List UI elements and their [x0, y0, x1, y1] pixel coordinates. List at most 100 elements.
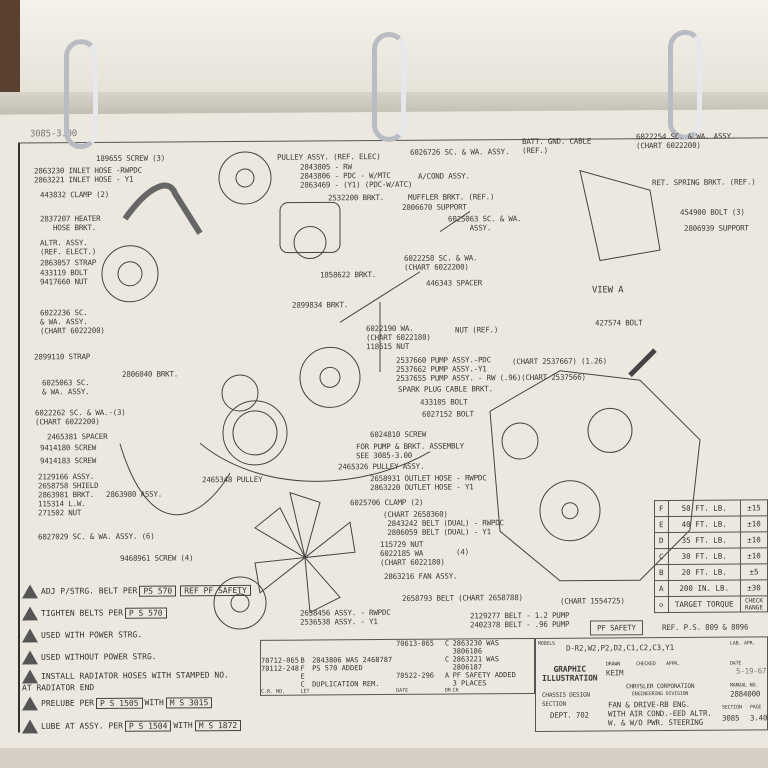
- note-3: INSTALL RADIATOR HOSES WITH STAMPED NO. …: [22, 668, 229, 693]
- callout: 2465326 PULLEY ASSY.: [338, 461, 425, 472]
- note-ref: M S 3015: [165, 696, 213, 709]
- callout: (CHART 2658360) 2843242 BELT (DUAL) - RW…: [383, 509, 504, 537]
- callout: 2863230 INLET HOSE -RWPDC 2863221 INLET …: [34, 165, 142, 185]
- note-text: ADJ P/STRG. BELT PER: [41, 586, 138, 596]
- section-label: SECTION: [722, 704, 742, 711]
- callout: 189655 SCREW (3): [96, 153, 166, 164]
- note-text: LUBE AT ASSY. PER: [41, 721, 123, 731]
- callout: 454900 BOLT (3): [680, 207, 745, 217]
- callout: 2129166 ASSY. 2658758 SHIELD 2863981 BRK…: [38, 472, 99, 518]
- title-block: MODELS D-R2,W2,P2,D2,C1,C2,C3,Y1 GRAPHIC…: [535, 636, 768, 732]
- callout: 1858622 BRKT.: [320, 270, 377, 280]
- binder-ring-left: [64, 38, 98, 150]
- appr-label: APPR.: [666, 660, 681, 668]
- callout: 2843805 - RW 2843806 - PDC - W/MTC 28634…: [300, 162, 413, 190]
- binder-bottom: [0, 748, 768, 768]
- callout: 2863057 STRAP: [40, 258, 97, 268]
- callout: 6024810 SCREW: [370, 429, 427, 440]
- inlet-hose-drawing: [122, 182, 203, 235]
- note-ref: P S 1505: [95, 697, 143, 709]
- fan-clutch-drawing: [213, 576, 267, 630]
- note-4: USED WITHOUT POWER STRG.: [22, 650, 157, 665]
- callout: (4): [456, 547, 469, 557]
- note-triangle-icon: [22, 696, 38, 711]
- torque-reference: REF. P.S. 809 & 8096: [662, 622, 749, 633]
- callout: MUFFLER BRKT. (REF.): [408, 192, 495, 202]
- engine-illustration: [101, 151, 701, 630]
- date: 5-19-67: [736, 666, 767, 676]
- callout: 443832 CLAMP (2): [40, 189, 110, 200]
- callout: NUT (REF.): [455, 325, 499, 335]
- callout: RET. SPRING BRKT. (REF.): [652, 177, 756, 188]
- callout: PULLEY ASSY. (REF. ELEC): [277, 152, 381, 162]
- callout: 2658931 OUTLET HOSE - RWPDC 2863220 OUTL…: [370, 473, 487, 493]
- callout: 446343 SPACER: [426, 278, 483, 288]
- drawing-sheet: 3085-3.00 189655 SCREW (3) 2863230 INLET…: [0, 29, 768, 755]
- section-no: 3085: [722, 713, 740, 723]
- diamond-icon: ◇: [654, 596, 669, 613]
- callout: 6025063 SC. & WA. ASSY.: [448, 214, 522, 233]
- callout: 6027152 BOLT: [422, 409, 474, 419]
- fan-drawing: [254, 491, 356, 614]
- callout: 2465348 PULLEY: [202, 474, 263, 485]
- note-text: WITH: [144, 698, 164, 708]
- lab-appr: LAB. APR.: [730, 640, 756, 647]
- note-text: USED WITH POWER STRG.: [41, 630, 143, 640]
- callout: 9468961 SCREW (4): [120, 553, 194, 563]
- callout: 2465381 SPACER: [47, 431, 108, 442]
- compressor-drawing: [279, 201, 341, 254]
- callout: 2806939 SUPPORT: [684, 223, 749, 233]
- callout: (CHART 1554725): [560, 596, 625, 606]
- pulley-drawing: [218, 151, 272, 205]
- note-triangle-icon: [22, 719, 38, 734]
- callout: 2658456 ASSY. - RWPDC 2536538 ASSY. - Y1: [300, 607, 391, 627]
- note-triangle-icon: [22, 628, 38, 643]
- callout: 115729 NUT 6022185 WA (CHART 6022180): [380, 539, 445, 568]
- view-a-arrow: [628, 348, 657, 378]
- callout: 2806670 SUPPORT: [402, 202, 467, 212]
- callout: 6022190 WA. (CHART 6022180) 118615 NUT: [366, 323, 431, 352]
- callout: 6022262 SC. & WA.-(3) (CHART 6022200): [35, 407, 126, 427]
- checked-label: CHECKED: [636, 661, 656, 668]
- callout: SPARK PLUG CABLE BRKT.: [398, 384, 493, 394]
- callout: 9414180 SCREW: [40, 443, 97, 453]
- callout: FOR PUMP & BRKT. ASSEMBLY SEE 3085-3.00: [356, 441, 464, 461]
- callout: ALTR. ASSY. (REF. ELECT.): [40, 238, 97, 257]
- drawing-title: FAN & DRIVE-RB ENG. WITH AIR COND.-EED A…: [608, 699, 712, 728]
- callout: 2658793 BELT (CHART 2658788): [402, 593, 523, 603]
- note-ref: P S 570: [124, 607, 167, 619]
- callout: 6027029 SC. & WA. ASSY. (6): [38, 531, 155, 542]
- engine-view-drawing: [489, 370, 701, 582]
- callout: 433119 BOLT 9417660 NUT: [40, 268, 88, 287]
- note-triangle-icon: [22, 606, 38, 621]
- note-triangle-icon: [22, 584, 38, 599]
- note-text: WITH: [173, 720, 193, 730]
- callout: A/COND ASSY.: [418, 171, 470, 181]
- callout: 2837207 HEATER HOSE BRKT.: [40, 213, 101, 233]
- view-a-label: VIEW A: [592, 285, 624, 296]
- note-ref: REF PF SAFETY: [180, 584, 251, 596]
- chassis-design-section: CHASSIS DESIGN SECTION: [542, 691, 590, 708]
- crank-pulley-drawing: [222, 400, 288, 466]
- callout: 6026726 SC. & WA. ASSY.: [410, 147, 510, 157]
- callout: 6025706 CLAMP (2): [350, 497, 424, 508]
- callout: 2863980 ASSY.: [106, 489, 163, 499]
- callout: 2806040 BRKT.: [122, 369, 179, 379]
- graphic-illustration: GRAPHIC ILLUSTRATION: [542, 664, 598, 683]
- note-ref: M S 1872: [194, 719, 242, 731]
- callout: 2129277 BELT - 1.2 PUMP 2402378 BELT - .…: [470, 610, 570, 630]
- page-no: 3.40: [750, 713, 768, 723]
- callout: 2863216 FAN ASSY.: [384, 571, 458, 581]
- note-text: TIGHTEN BELTS PER: [41, 608, 123, 618]
- drawn-by: KEIM: [606, 668, 624, 678]
- pf-safety-box: PF SAFETY: [590, 620, 643, 636]
